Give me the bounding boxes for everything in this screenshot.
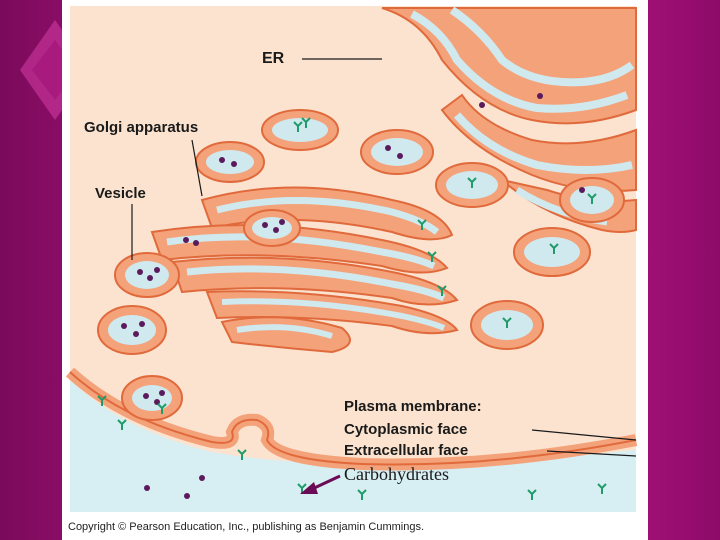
carbohydrate-markers (97, 117, 607, 500)
cytoplasmic-face-label: Cytoplasmic face (344, 421, 468, 438)
endoplasmic-reticulum (381, 6, 637, 233)
plasma-membrane-label: Plasma membrane: (344, 398, 482, 415)
cell-diagram-figure: ER Golgi apparatus Vesicle Plasma membra… (62, 0, 648, 540)
label-leader-lines (131, 58, 637, 457)
golgi-label: Golgi apparatus (84, 119, 199, 136)
carbohydrates-label: Carbohydrates (344, 464, 449, 484)
carbohydrates-arrow (300, 474, 341, 494)
secretory-proteins (121, 93, 585, 499)
copyright-notice: Copyright © Pearson Education, Inc., pub… (68, 521, 425, 533)
extracellular-face-label: Extracellular face (344, 442, 469, 459)
vesicle-label: Vesicle (95, 185, 146, 202)
er-label: ER (262, 50, 285, 67)
golgi-apparatus (150, 186, 459, 354)
diagram-illustration (65, 6, 638, 512)
